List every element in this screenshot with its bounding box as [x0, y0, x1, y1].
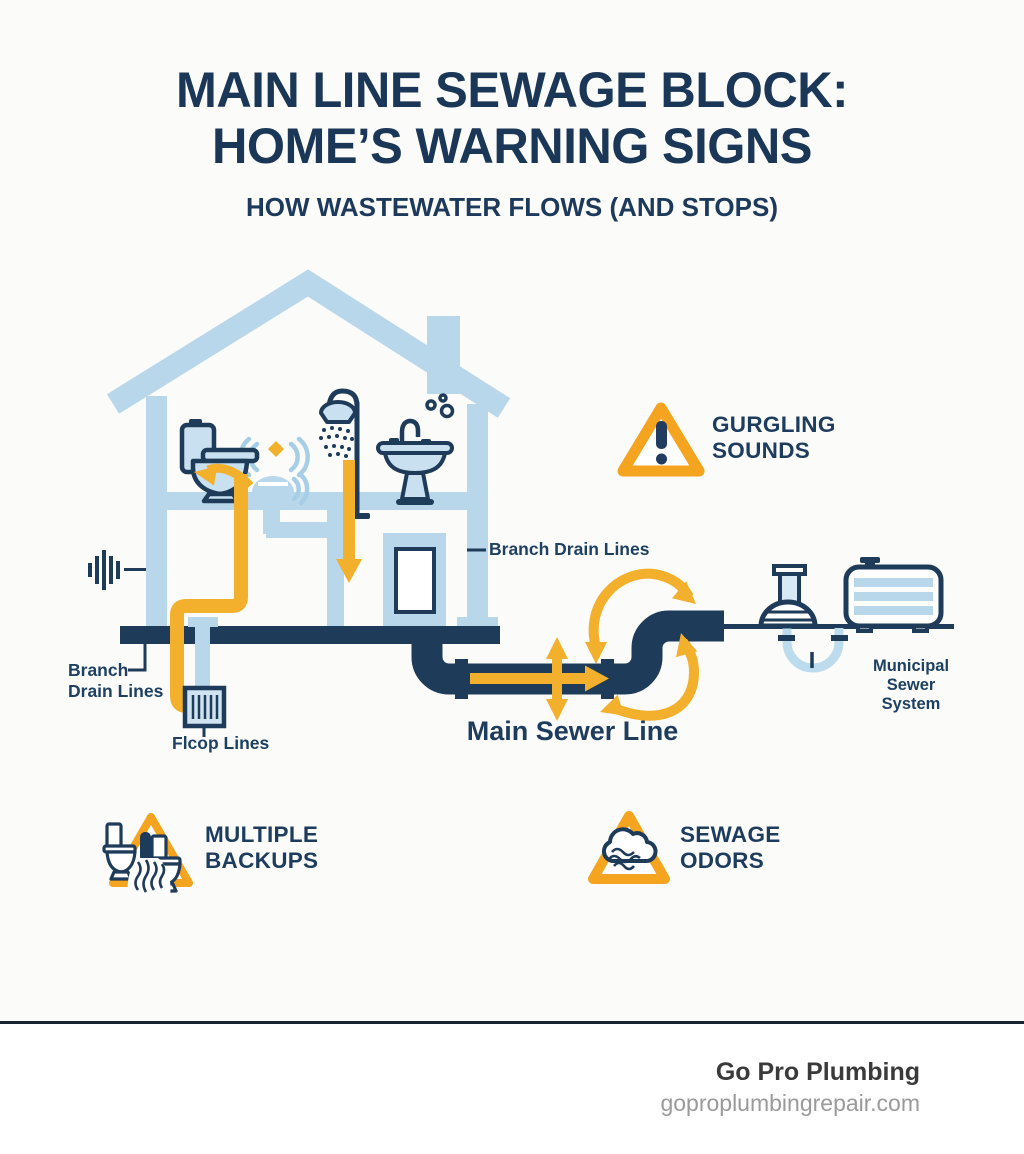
overflowing-toilets-icon — [102, 822, 182, 896]
label-branch-drain-lines-left: Branch Drain Lines — [68, 660, 164, 701]
toilet-waste-pipe — [170, 474, 248, 713]
blockage-arc-top — [588, 568, 694, 650]
label-branch-drain-lines-right: Branch Drain Lines — [489, 539, 650, 559]
shower-icon — [319, 388, 370, 519]
header: MAIN LINE SEWAGE BLOCK: HOME’S WARNING S… — [0, 62, 1024, 223]
page-title-line2: HOME’S WARNING SIGNS — [211, 118, 813, 174]
label-municipal-sewer-system: Municipal Sewer System — [872, 657, 950, 713]
sewer-tank-icon — [843, 557, 944, 633]
u-trap-icon — [778, 628, 848, 673]
label-sewage-odors: SEWAGE ODORS — [680, 822, 781, 873]
wall-flange — [457, 617, 498, 628]
label-floor-lines: Flcop Lines — [172, 733, 270, 753]
label-main-sewer-line: Main Sewer Line — [466, 716, 679, 746]
drain-sound-icon — [238, 436, 310, 506]
sound-wave-icon — [88, 550, 146, 590]
warning-exclamation-icon — [656, 421, 667, 465]
main-sewer-pipe — [411, 610, 954, 699]
manhole-vent-icon — [758, 564, 818, 629]
label-connectors — [128, 548, 486, 737]
roof — [106, 269, 511, 418]
toilet-icon — [179, 419, 260, 504]
footer-website: goproplumbingrepair.com — [660, 1090, 920, 1116]
label-multiple-backups: MULTIPLE BACKUPS — [205, 822, 319, 873]
backup-arrow — [194, 463, 254, 490]
sink-icon — [376, 393, 455, 505]
warning-triangle-backups — [102, 813, 193, 896]
gurgle-diamond — [268, 441, 284, 457]
right-wall — [467, 404, 488, 620]
sewer-service-line — [724, 624, 954, 629]
warning-triangle-odors — [588, 811, 670, 884]
footer-divider — [0, 1021, 1024, 1024]
warning-triangle-gurgling — [617, 402, 705, 477]
footer-brand: Go Pro Plumbing — [715, 1058, 920, 1086]
branch-pipes — [263, 486, 344, 628]
left-wall — [146, 396, 167, 628]
pipe-coupling — [455, 659, 468, 699]
shower-drops — [319, 426, 354, 458]
ground-line — [120, 626, 500, 644]
door-window — [394, 547, 436, 614]
shower-flow-arrow — [343, 460, 355, 562]
odor-cloud-icon — [601, 827, 658, 871]
label-gurgling-sounds: GURGLING SOUNDS — [712, 412, 836, 463]
footer-background — [0, 1024, 1024, 1154]
floor-drain-icon — [182, 617, 227, 729]
house-icon — [106, 269, 511, 628]
page-subtitle: HOW WASTEWATER FLOWS (AND STOPS) — [245, 192, 778, 222]
page-title-line1: MAIN LINE SEWAGE BLOCK: — [175, 62, 849, 118]
second-floor — [146, 492, 488, 510]
flow-arrows — [336, 460, 700, 721]
